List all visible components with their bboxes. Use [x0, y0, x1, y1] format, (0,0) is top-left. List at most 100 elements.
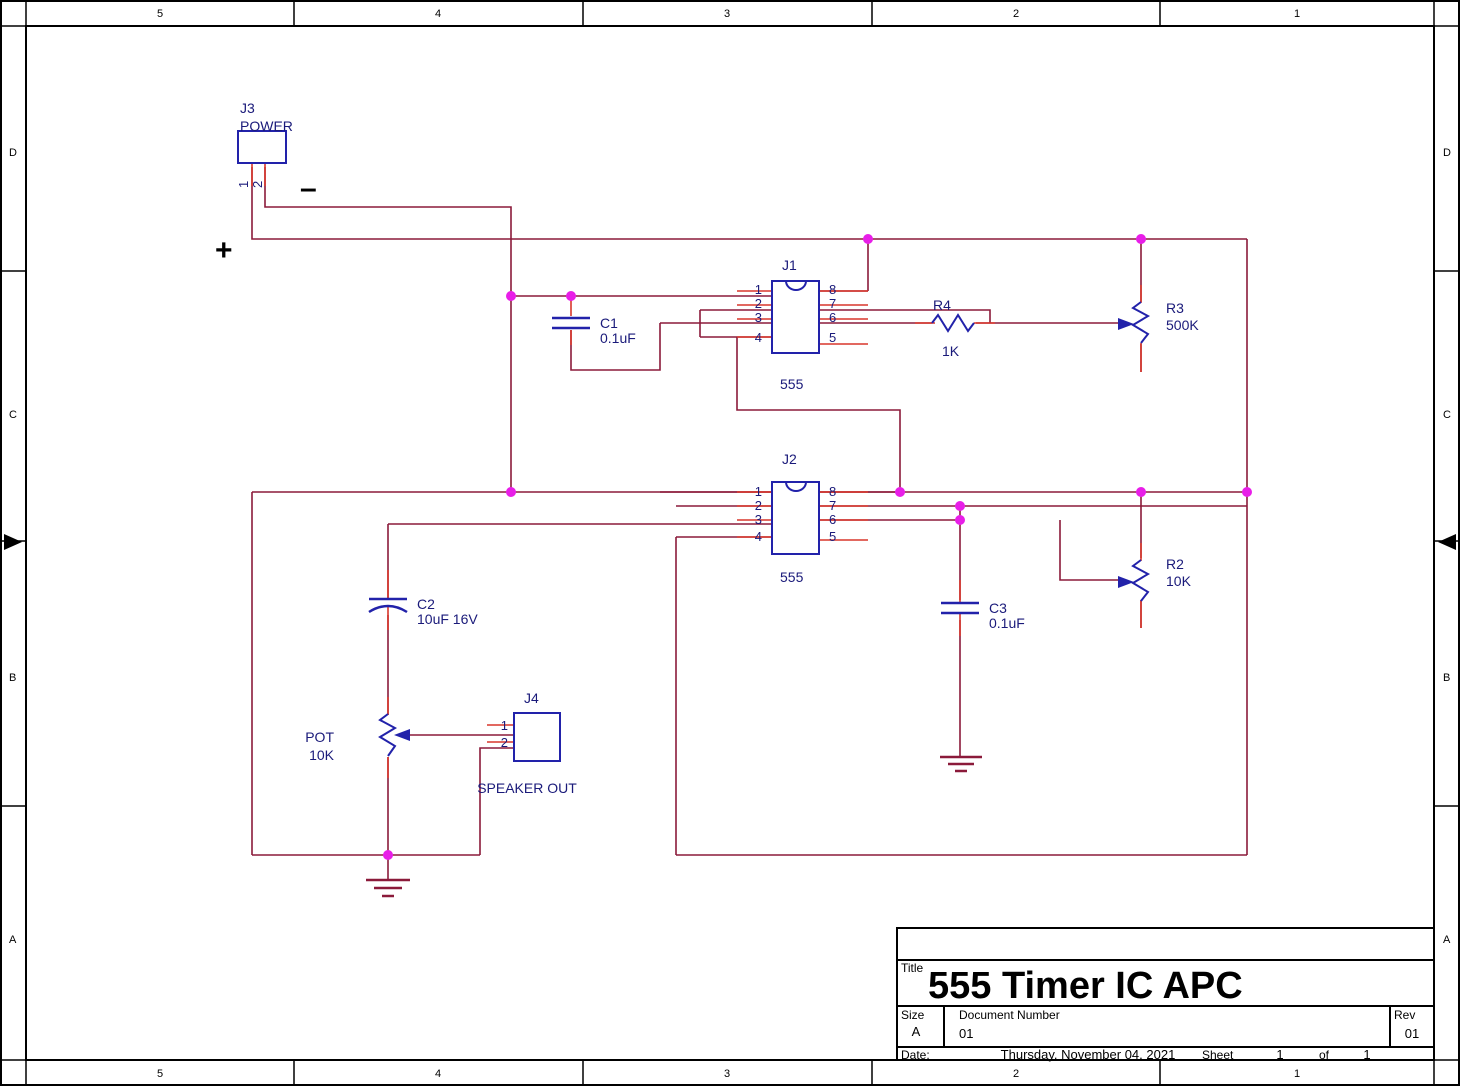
- capacitor-c2[interactable]: C2 10uF 16V: [368, 596, 478, 627]
- frame-row-b-right: B: [1443, 672, 1450, 684]
- j1-pin-6-label: 6: [829, 310, 836, 325]
- wire-vcc-rail: [251, 167, 1247, 240]
- frame-center-arrow-left: [4, 534, 22, 550]
- pot-ref-label: POT: [305, 729, 334, 745]
- c1-ref-label: C1: [600, 315, 618, 331]
- j1-notch-icon: [785, 280, 807, 291]
- c2-value-label: 10uF 16V: [417, 611, 478, 627]
- c2-ref-label: C2: [417, 596, 435, 612]
- junction-dot: [1136, 487, 1146, 497]
- j2-pin-7-label: 7: [829, 498, 836, 513]
- j3-body[interactable]: [237, 130, 287, 164]
- frame-col-3-bottom: 3: [724, 1068, 730, 1080]
- date-label: Date:: [901, 1048, 930, 1062]
- r3-zigzag: [1131, 301, 1151, 344]
- connector-j3-power[interactable]: J3 POWER 1 2: [236, 100, 293, 188]
- pot-value-label: 10K: [309, 747, 335, 763]
- frame-col-3-top: 3: [724, 8, 730, 20]
- r3-value-label: 500K: [1166, 317, 1199, 333]
- frame-col-2-bottom: 2: [1013, 1068, 1019, 1080]
- j2-ref-label: J2: [782, 451, 797, 467]
- frame-col-5-bottom: 5: [157, 1068, 163, 1080]
- ic-j2-555[interactable]: J2 555 1 2 3 4 8 7 6 5: [755, 451, 836, 585]
- frame-col-1-top: 1: [1294, 8, 1300, 20]
- rev-label: Rev: [1394, 1008, 1415, 1022]
- j3-pin-1-label: 1: [236, 181, 251, 188]
- junction-dot: [1242, 487, 1252, 497]
- junction-dot: [895, 487, 905, 497]
- frame-col-2-top: 2: [1013, 8, 1019, 20]
- frame-col-4-bottom: 4: [435, 1068, 441, 1080]
- potentiometer-r2[interactable]: R2 10K: [1118, 556, 1192, 602]
- r2-wiper-arrow-icon: [1118, 576, 1134, 588]
- potentiometer-r3[interactable]: R3 500K: [1118, 300, 1199, 344]
- junction-dot: [1136, 234, 1146, 244]
- j1-body[interactable]: [771, 280, 820, 354]
- sheet-number: 1: [1276, 1047, 1283, 1062]
- frame-row-c-left: C: [9, 409, 17, 421]
- r2-zigzag: [1131, 559, 1151, 602]
- net-wires: [251, 167, 1248, 880]
- junction-dot: [506, 291, 516, 301]
- junction-dots: [383, 234, 1252, 860]
- j1-ref-label: J1: [782, 257, 797, 273]
- j3-value-label: POWER: [240, 118, 293, 134]
- power-plus-marker: +: [215, 234, 233, 267]
- j2-body[interactable]: [771, 481, 820, 555]
- j4-value-label: SPEAKER OUT: [477, 780, 577, 796]
- j1-pin-1-label: 1: [755, 282, 762, 297]
- r4-ref-label: R4: [933, 297, 951, 313]
- c1-value-label: 0.1uF: [600, 330, 636, 346]
- docnum-value: 01: [959, 1026, 973, 1041]
- potentiometer-pot[interactable]: POT 10K: [305, 713, 410, 763]
- pin-stubs: [251, 161, 1142, 778]
- j2-notch-icon: [785, 481, 807, 492]
- frame-row-b-left: B: [9, 672, 16, 684]
- ic-j1-555[interactable]: J1 555 1 2 3 4 8 7 6 5: [755, 257, 836, 392]
- title-label: Title: [901, 961, 924, 975]
- r4-zigzag: [931, 313, 975, 333]
- of-label: of: [1319, 1048, 1330, 1062]
- j1-pin-4-label: 4: [755, 330, 762, 345]
- frame-row-c-right: C: [1443, 409, 1451, 421]
- junction-dot: [566, 291, 576, 301]
- c2-plate-curved: [368, 604, 408, 614]
- pot-zigzag: [378, 713, 398, 757]
- junction-dot: [383, 850, 393, 860]
- docnum-label: Document Number: [959, 1008, 1060, 1022]
- j2-value-label: 555: [780, 569, 804, 585]
- j4-pin-1-label: 1: [501, 718, 508, 733]
- resistor-r4[interactable]: R4 1K: [931, 297, 975, 359]
- j4-ref-label: J4: [524, 690, 539, 706]
- power-minus-marker: –: [300, 172, 317, 205]
- ground-symbol-left: [366, 878, 410, 898]
- pot-wiper-arrow-icon: [394, 729, 410, 741]
- j2-pin-8-label: 8: [829, 484, 836, 499]
- c3-value-label: 0.1uF: [989, 615, 1025, 631]
- junction-dot: [955, 515, 965, 525]
- size-value: A: [912, 1024, 921, 1039]
- page-title: 555 Timer IC APC: [928, 965, 1243, 1007]
- frame-col-5-top: 5: [157, 8, 163, 20]
- j4-body[interactable]: [513, 712, 561, 762]
- j2-pin-4-label: 4: [755, 529, 762, 544]
- junction-dot: [863, 234, 873, 244]
- j1-pin-8-label: 8: [829, 282, 836, 297]
- size-label: Size: [901, 1008, 925, 1022]
- frame-center-arrow-right: [1438, 534, 1456, 550]
- junction-dot: [955, 501, 965, 511]
- date-value: Thursday, November 04, 2021: [1001, 1047, 1176, 1062]
- frame-row-d-right: D: [1443, 147, 1451, 159]
- r3-ref-label: R3: [1166, 300, 1184, 316]
- capacitor-c1[interactable]: C1 0.1uF: [552, 315, 636, 346]
- ground-symbol-c3: [940, 755, 982, 773]
- rev-value: 01: [1405, 1026, 1419, 1041]
- capacitor-c3[interactable]: C3 0.1uF: [941, 600, 1025, 631]
- j2-pin-2-label: 2: [755, 498, 762, 513]
- sheet-label: Sheet: [1202, 1048, 1234, 1062]
- connector-j4-speaker-out[interactable]: J4 SPEAKER OUT 1 2: [477, 690, 577, 796]
- frame-col-4-top: 4: [435, 8, 441, 20]
